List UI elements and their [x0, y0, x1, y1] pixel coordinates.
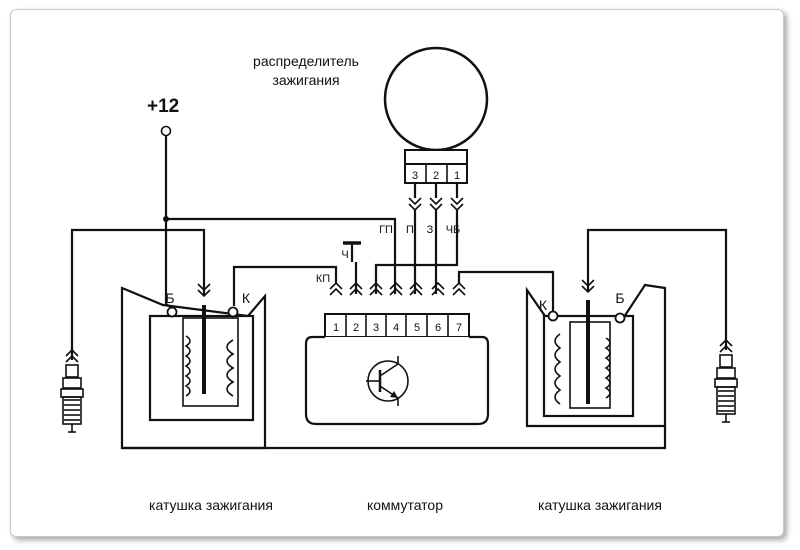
coil-right: [525, 228, 728, 428]
common-wire: [122, 426, 667, 450]
distributor-pin-2: 2: [433, 170, 439, 182]
spark-plug-right-icon: [714, 339, 738, 423]
supply-label: +12: [147, 96, 179, 117]
coil-left-terminal-k: К: [242, 290, 251, 306]
distributor: [383, 46, 489, 184]
commutator-pin-1: 1: [333, 322, 339, 334]
distributor-title-line1: распределитель: [253, 53, 359, 69]
coil-left-label: катушка зажигания: [149, 497, 273, 513]
wire-label-p: П: [406, 224, 414, 236]
transistor-icon: [366, 356, 409, 406]
wire-label-ch: Ч: [341, 249, 348, 261]
commutator-label: коммутатор: [367, 497, 443, 513]
wire-label-z: З: [427, 224, 434, 236]
commutator-pin-4: 4: [393, 322, 399, 334]
commutator-pin-3: 3: [373, 322, 379, 334]
distributor-pin-3: 3: [412, 170, 418, 182]
coil-right-terminal-b: Б: [615, 290, 624, 306]
commutator-pin-6: 6: [435, 322, 441, 334]
commutator-pin-2: 2: [353, 322, 359, 334]
coil-right-terminal-k: К: [539, 297, 548, 313]
coil-left-terminal-b: Б: [165, 290, 174, 306]
wire-label-chb: ЧБ: [446, 224, 461, 236]
wire-label-kp: КП: [316, 273, 330, 285]
wire-label-gp: ГП: [379, 224, 393, 236]
commutator-pin-7: 7: [456, 322, 462, 334]
kp-wire: [232, 265, 338, 306]
supply-terminal: [160, 125, 172, 295]
commutator: [304, 282, 490, 426]
coil-right-label: катушка зажигания: [538, 497, 662, 513]
distributor-title-line2: зажигания: [272, 72, 339, 88]
commutator-pin-5: 5: [414, 322, 420, 334]
distributor-wires: [166, 183, 464, 294]
pin7-wire: [457, 270, 555, 312]
coil-left: [70, 228, 267, 450]
spark-plug-left-icon: [60, 349, 84, 433]
distributor-pin-1: 1: [454, 170, 460, 182]
